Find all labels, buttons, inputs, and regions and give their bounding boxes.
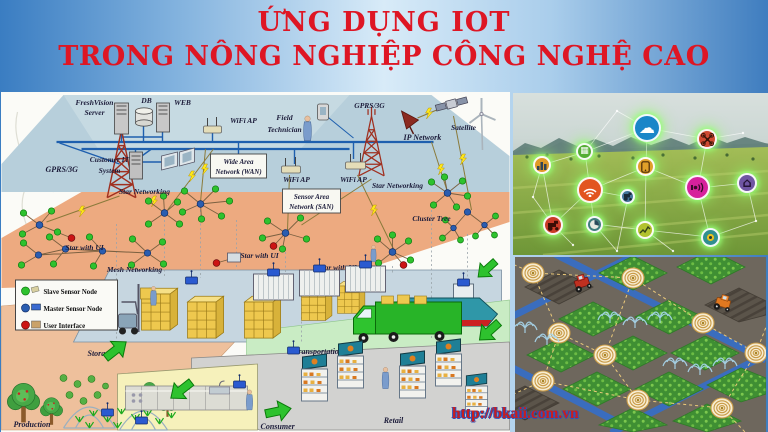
retail-person [381,367,390,389]
iot-field-photo: ☁ ▦ ⌂ [513,93,768,255]
satellite-dish [400,110,420,135]
label-retail: Retail [383,416,404,425]
label-wifi-right: WiFi AP [340,175,367,184]
label-star-ui-1: Star with UI [240,251,279,260]
wifi-ap-top [203,117,222,134]
cloud-icon: ☁ [633,114,661,142]
svg-text:Network (WAN): Network (WAN) [214,168,261,176]
slide-title: ỨNG DỤNG IOT TRONG NÔNG NGHIỆP CÔNG NGHỆ… [0,6,768,74]
star-ui-person [370,245,377,262]
line-chart-icon [636,221,654,239]
consumer-person [246,389,253,411]
label-freshvision-1: FreshVision [76,98,114,107]
title-line-2: TRONG NÔNG NGHIỆP CÔNG NGHỆ CAO [58,41,710,72]
san-label-box: Sensor Area Network (SAN) [282,188,341,214]
svg-text:Sensor Area: Sensor Area [294,193,330,201]
label-freshvision-2: Server [85,108,105,117]
db-cylinder [135,107,153,127]
tractor-blue-icon [620,189,635,204]
delivery-truck [353,294,462,343]
pie-chart-icon [585,215,603,233]
mesh-network [17,233,168,270]
smart-farm-map [515,257,766,432]
storage-worker [150,286,157,306]
satellite [434,96,469,112]
label-star-networking-left: Star Networking [119,187,170,196]
label-web: WEB [174,98,191,107]
label-mesh-networking: Mesh Networking [106,265,162,274]
forklift [118,284,153,335]
agriculture-iot-diagram: IP Network GPRS/3G GPRS/3G [1,92,510,432]
website-url: http://bkaii.com.vn [452,405,579,422]
crop-field-icon: ▦ [576,143,593,160]
label-star-ui-left: Star with UI [65,243,104,252]
tractor-red [573,273,592,293]
label-fieldtech-2: Technician [267,125,301,134]
star-ui-2 [373,231,415,269]
sound-sensor-icon [685,175,710,200]
ui-terminal-node [212,252,241,267]
crop-bushes [59,374,109,405]
label-star-networking-right: Star Networking [372,181,423,190]
star-network-2 [144,192,184,228]
label-transportation: Transportation [294,347,344,356]
icon-network-lines [532,110,757,252]
server-band [63,95,350,148]
field-technician [303,115,312,141]
label-production: Production [14,420,51,429]
bar-chart-icon [533,156,551,174]
wind-turbine [468,98,496,151]
label-db: DB [140,96,151,105]
label-ip-network: IP Network [403,133,442,142]
barn-icon: ⌂ [737,173,757,193]
handheld-device [317,103,329,121]
wifi-ap-left [281,157,301,174]
label-customer-1: Customer IT [90,155,130,164]
wifi-ap-right [345,153,366,170]
tablet-icon [636,157,655,176]
svg-text:Network (SAN): Network (SAN) [288,203,334,211]
drone-icon [697,129,717,149]
customer-it-server [129,147,195,180]
label-customer-2: System [99,166,121,175]
legend-slave: Slave Sensor Node [44,289,98,296]
star-ui-left [18,207,76,242]
legend-master: Master Sensor Node [44,306,103,313]
server-rack-group [114,102,170,135]
star-ui-1 [258,214,311,253]
label-cluster-tree: Cluster Tree [412,214,451,223]
sun-sensor-icon [700,227,720,247]
title-line-1: ỨNG DỤNG IOT [257,7,511,38]
label-satellite: Satellite [451,123,477,132]
label-storage: Storage [88,349,114,358]
label-consumer: Consumer [261,422,296,431]
label-fieldtech-1: Field [276,113,292,122]
legend-box: Slave Sensor Node Master Sensor Node Use… [15,279,118,331]
cluster-tree-network [439,208,499,244]
wifi-icon [577,177,603,203]
tractor-red-icon [543,215,563,235]
crop-fields [526,257,766,432]
label-star-ui-2: Star with UI [318,263,357,272]
shipping-containers [253,253,386,301]
label-wifi-top: WiFi AP [230,116,257,125]
star-network-3 [427,173,472,211]
star-network-1 [178,185,234,223]
monitors [161,147,195,171]
legend-ui: User Interface [44,323,86,330]
wan-label-box: Wide Area Network (WAN) [210,153,267,179]
svg-text:Wide Area: Wide Area [223,158,254,166]
label-gprs-center: GPRS/3G [354,101,385,110]
label-wifi-left: WiFi AP [283,175,310,184]
label-gprs-left: GPRS/3G [46,165,79,174]
tractor-orange [713,294,731,312]
